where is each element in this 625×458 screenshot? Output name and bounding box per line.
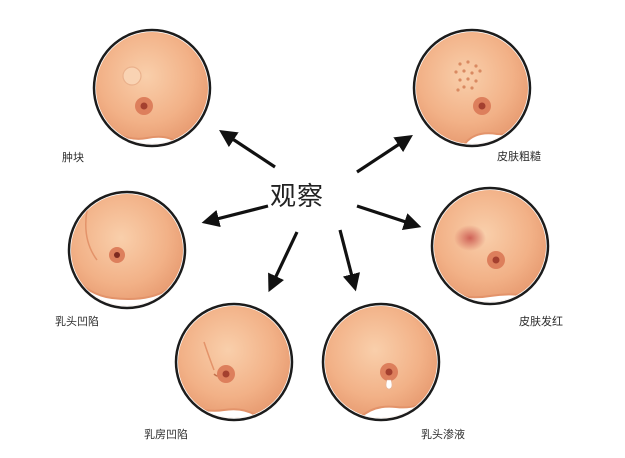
label-breast-dimpling: 乳房凹陷 <box>144 428 188 441</box>
nipple-discharge-icon <box>321 302 441 422</box>
label-skin-red: 皮肤发红 <box>519 315 563 328</box>
arrow-to-skin-red <box>356 204 422 230</box>
arrow-to-skin-rough <box>356 135 413 174</box>
arrow-to-lump <box>219 130 276 169</box>
arrow-to-breast-dimpling <box>268 231 299 293</box>
nipple-retraction-icon <box>67 190 187 310</box>
label-nipple-discharge: 乳头渗液 <box>421 428 465 441</box>
center-title: 观察 <box>270 182 325 212</box>
breast-dimpling-icon <box>174 302 294 422</box>
arrows <box>201 130 422 293</box>
arrow-to-nipple-retraction <box>201 204 269 228</box>
breast-lump-icon <box>92 28 212 148</box>
label-skin-rough: 皮肤粗糙 <box>497 150 541 163</box>
label-nipple-retraction: 乳头凹陷 <box>55 315 99 328</box>
label-lump: 肿块 <box>62 151 84 164</box>
arrow-to-nipple-discharge <box>338 229 360 292</box>
breast-skin-red-icon <box>430 186 550 306</box>
breast-skin-rough-icon <box>412 28 532 148</box>
